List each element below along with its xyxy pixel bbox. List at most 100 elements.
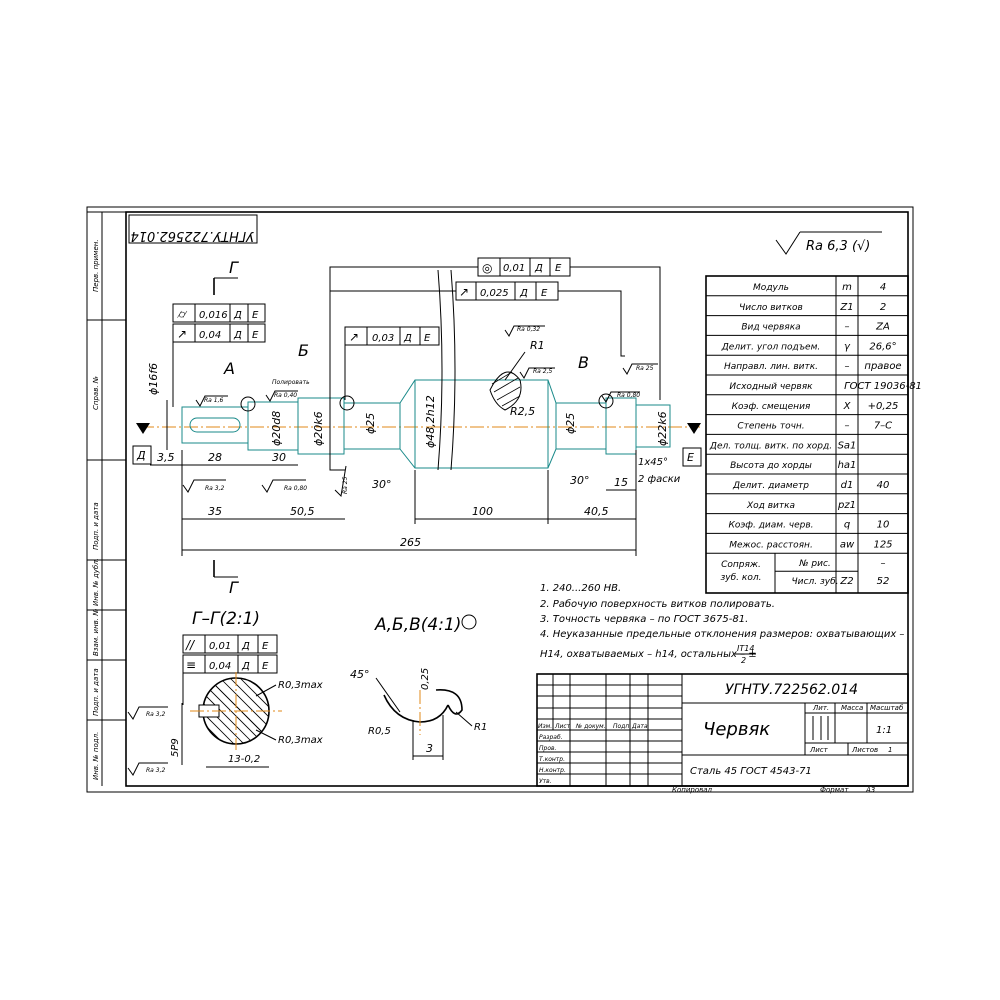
datum-e: Е — [687, 451, 694, 464]
notes-frac-num: IT14 — [737, 644, 754, 653]
label-v: В — [578, 353, 589, 372]
svg-text:50,5: 50,5 — [290, 505, 315, 518]
detail-rotate-icon — [461, 614, 477, 630]
param-symbol: Z1 — [839, 302, 853, 313]
svg-text:Д: Д — [519, 288, 528, 299]
stamp-col-3: Инв. № дубл. — [92, 558, 100, 606]
footer-copied: Копировал — [672, 786, 713, 794]
svg-text:265: 265 — [400, 536, 421, 549]
polish-note: Полировать — [272, 379, 310, 386]
det-d025: 0,25 — [420, 668, 431, 690]
svg-text:Е: Е — [541, 288, 548, 299]
param-name: Коэф. диам. черв. — [728, 521, 813, 531]
datum-d: Д — [136, 449, 146, 462]
dim-d25-right: ϕ25 — [564, 413, 577, 434]
param-name: Делит. диаметр — [732, 481, 809, 491]
svg-text:Ra 3,2: Ra 3,2 — [146, 767, 165, 774]
detail-abv-title: А,Б,В(4:1) — [374, 615, 461, 635]
journal-d16 — [181, 406, 249, 444]
svg-text:Масштаб: Масштаб — [870, 704, 904, 712]
svg-text:↗: ↗ — [459, 285, 469, 299]
svg-text:Лит.: Лит. — [812, 704, 829, 712]
param-symbol: m — [842, 282, 852, 293]
datum-e-triangle — [687, 423, 701, 434]
title-code: УГНТУ.722562.014 — [725, 682, 858, 698]
det-r05: R0,5 — [368, 726, 391, 737]
break-line-1 — [437, 269, 443, 471]
dim-ang30a: 30° — [372, 478, 392, 491]
stamp-col-5: Подп. и дата — [92, 668, 100, 716]
svg-text:2. Рабочую поверхность витков: 2. Рабочую поверхность витков полировать… — [540, 598, 775, 610]
svg-text:0,025: 0,025 — [480, 288, 509, 299]
svg-text:Лист: Лист — [809, 746, 829, 754]
detail-abv-drawing — [375, 677, 463, 760]
svg-text:Д: Д — [403, 333, 412, 344]
param-symbol: γ — [844, 341, 851, 352]
svg-text:Ra 0,80: Ra 0,80 — [284, 485, 307, 492]
svg-text:28: 28 — [208, 451, 222, 464]
svg-text:Лист: Лист — [554, 723, 571, 730]
svg-text:≡: ≡ — [186, 658, 196, 672]
dim-d25-left: ϕ25 — [364, 413, 377, 434]
svg-text:Ra 0,40: Ra 0,40 — [274, 392, 297, 399]
dim-d20d8: ϕ20d8 — [270, 411, 283, 446]
svg-text:Д: Д — [241, 641, 250, 652]
svg-text:Разраб.: Разраб. — [539, 734, 563, 741]
param-name: Межос. расстоян. — [729, 540, 813, 550]
param-name: Направл. лин. витк. — [724, 362, 818, 372]
detail-a-marker — [240, 396, 256, 412]
svg-text:Масса: Масса — [841, 704, 863, 712]
stamp-col-4: Взам. инв. № — [92, 608, 100, 656]
dim-chamfer: 1x45° — [638, 457, 668, 468]
param-value: 4 — [880, 282, 886, 293]
svg-text:Дата: Дата — [631, 723, 648, 730]
svg-text:Д: Д — [534, 263, 543, 274]
tolerance-frame-left2: ↗ 0,04 Д Е — [172, 323, 266, 343]
svg-text:Д: Д — [241, 661, 250, 672]
footer-format: Формат — [820, 786, 849, 794]
svg-text:Т.контр.: Т.контр. — [539, 756, 565, 763]
keyway — [189, 417, 241, 433]
svg-text:⌭: ⌭ — [177, 307, 188, 321]
datum-d-triangle — [136, 423, 150, 434]
footer-format-val: A3 — [865, 786, 875, 794]
notes-frac-den: 2 — [741, 656, 746, 665]
dim-d48: ϕ48,2h12 — [424, 395, 437, 448]
title-name: Червяк — [703, 719, 770, 740]
title-scale: 1:1 — [876, 725, 892, 736]
param-last-name2: зуб. кол. — [721, 573, 762, 583]
dim-d20k6: ϕ20k6 — [312, 411, 325, 446]
param-symbol: pz1 — [837, 500, 856, 511]
svg-text:Ra 0,32: Ra 0,32 — [517, 326, 540, 333]
svg-text:Ra 0,80: Ra 0,80 — [617, 392, 640, 399]
stamp-col-1: Справ. № — [92, 376, 100, 410]
tooth-profile — [489, 371, 522, 411]
svg-text:↗: ↗ — [177, 327, 187, 341]
sec-w5: 5P9 — [170, 738, 181, 757]
horizontal-dimensions: 3,5 28 30 35 50,5 100 40,5 265 15 — [150, 450, 637, 556]
roughness-general-icon — [775, 231, 801, 255]
svg-text:Е: Е — [262, 661, 269, 672]
svg-text:Утв.: Утв. — [539, 778, 552, 785]
det-a45: 45° — [350, 668, 370, 681]
param-last-sub1: № рис. — [798, 559, 831, 569]
svg-text:Д: Д — [233, 310, 242, 321]
svg-text:Ra 25: Ra 25 — [342, 476, 349, 494]
param-last-name1: Сопряж. — [721, 560, 761, 570]
tolerance-frame-sec2: ≡ 0,04 Д Е — [182, 654, 278, 674]
svg-text:0,03: 0,03 — [372, 333, 394, 344]
svg-text:0,016: 0,016 — [199, 310, 228, 321]
param-name: Ход витка — [746, 501, 795, 511]
param-value: 10 — [877, 520, 890, 531]
param-name: Делит. угол подъем. — [721, 342, 820, 352]
dim-r25: R2,5 — [510, 405, 535, 418]
svg-text:0,04: 0,04 — [209, 661, 231, 672]
param-value: 2 — [880, 302, 886, 313]
svg-text:40,5: 40,5 — [584, 505, 609, 518]
label-a: А — [223, 359, 235, 378]
param-value: правое — [864, 361, 901, 372]
svg-text:1: 1 — [888, 746, 892, 754]
svg-text:0,04: 0,04 — [199, 330, 221, 341]
param-symbol: aw — [840, 539, 855, 550]
